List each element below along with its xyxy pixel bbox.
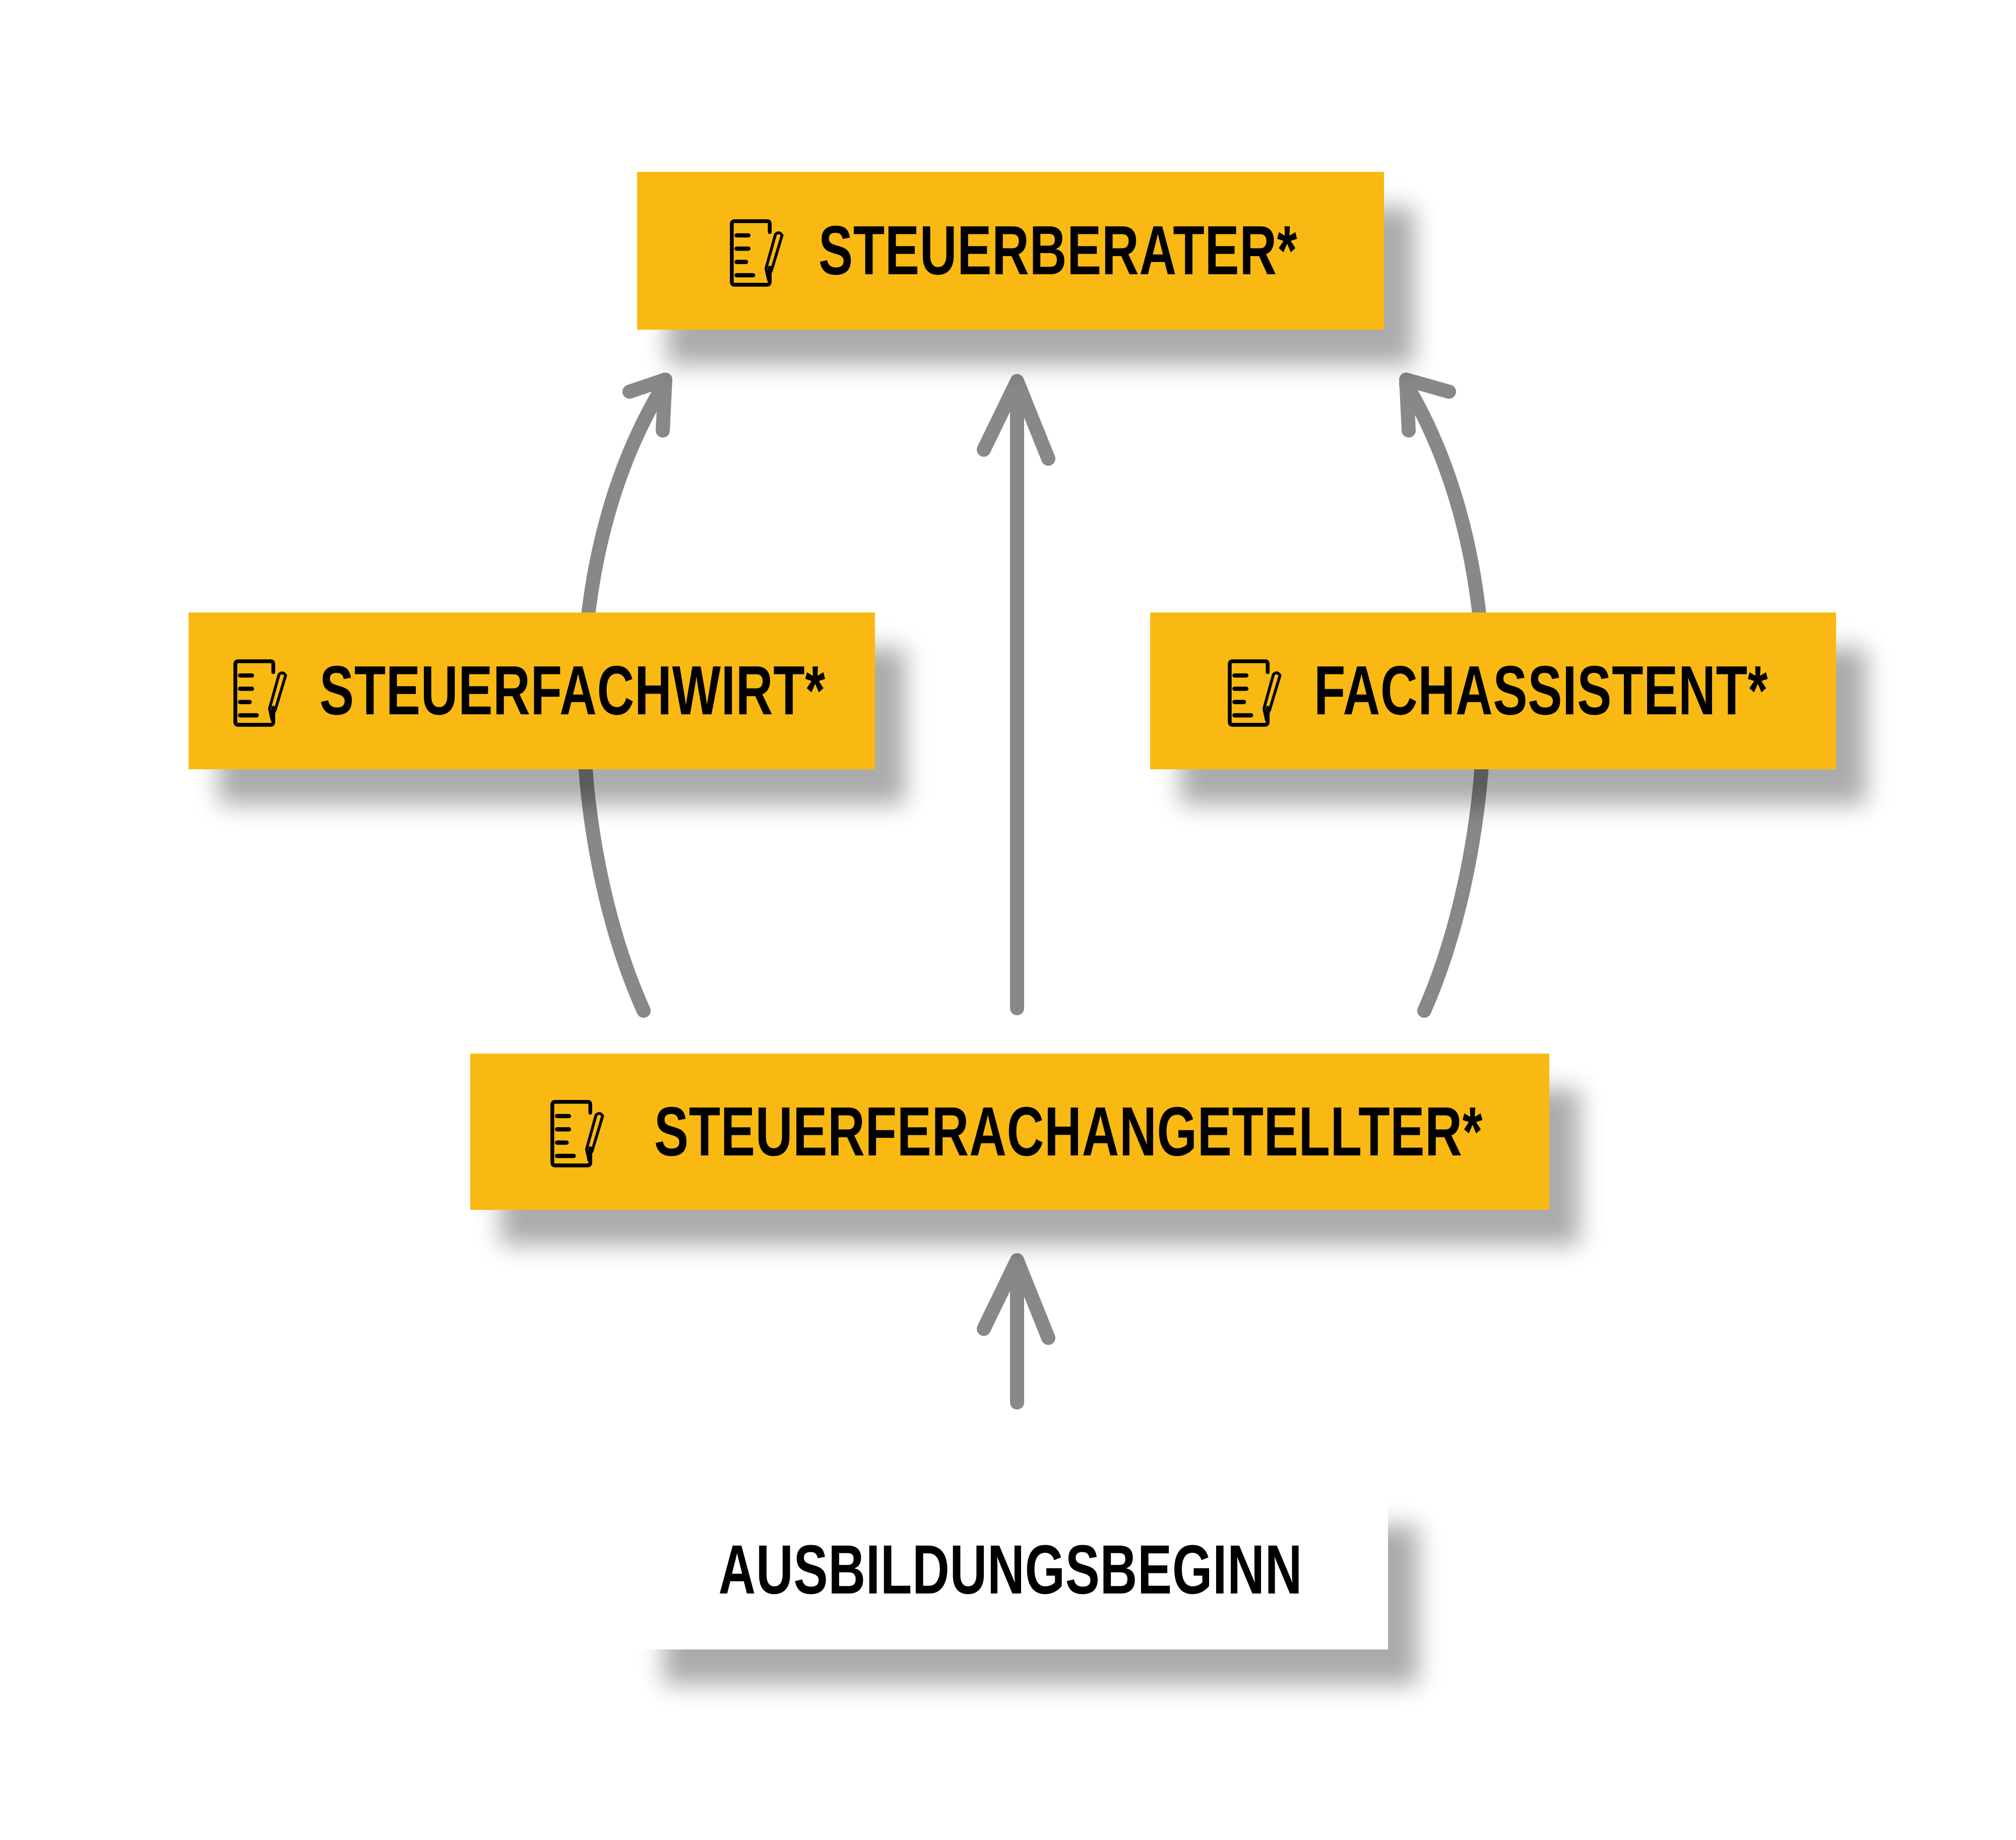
document-edit-icon (1211, 651, 1296, 731)
node-steuerfachwirt: STEUERFACHWIRT* (188, 612, 875, 769)
node-label: FACHASSISTENT* (1314, 652, 1769, 729)
node-label: AUSBILDUNGSBEGINN (718, 1530, 1303, 1609)
node-ausbildungsbeginn: AUSBILDUNGSBEGINN (633, 1490, 1388, 1649)
arrow-ausbildung-to-steuerfachangestellter (977, 1253, 1055, 1409)
document-edit-icon (216, 651, 302, 731)
node-label: STEUERBERATER* (818, 212, 1298, 289)
node-fachassistent: FACHASSISTENT* (1150, 612, 1836, 769)
arrow-steuerfachangestellter-to-steuerberater (977, 374, 1055, 1015)
node-steuerfachangestellter: STEUERFERACHANGETELLTER* (470, 1054, 1549, 1210)
node-label: STEUERFACHWIRT* (320, 652, 826, 729)
node-steuerberater: STEUERBERATER* (637, 172, 1384, 330)
document-edit-icon (533, 1091, 619, 1172)
document-edit-icon (713, 211, 798, 291)
node-label: STEUERFERACHANGETELLTER* (654, 1092, 1483, 1171)
